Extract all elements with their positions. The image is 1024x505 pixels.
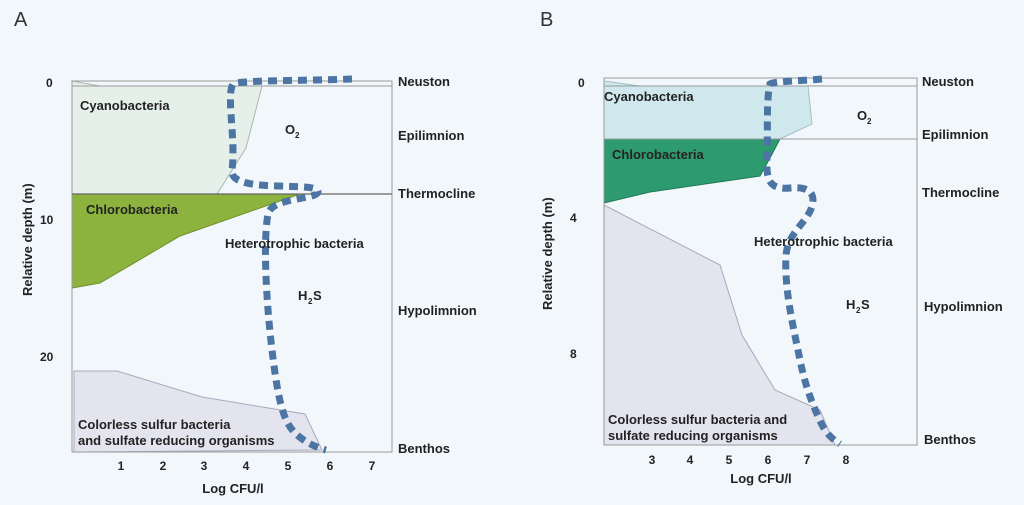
panel-a-layer-thermocline: Thermocline — [398, 186, 475, 201]
panel-b-ytick: 4 — [570, 211, 577, 225]
panel-b-layer-hypolimnion: Hypolimnion — [924, 299, 1003, 314]
panel-b-xtick: 8 — [843, 453, 850, 467]
panel-a-xtick: 6 — [327, 459, 334, 473]
panel-a-sulfur-label-line2: and sulfate reducing organisms — [78, 433, 275, 448]
panel-b-h2s-label: H 2 S — [846, 297, 870, 315]
panel-a-frame — [71, 80, 393, 453]
panel-b-letter: B — [540, 9, 553, 31]
panel-a-ytick: 10 — [40, 213, 54, 227]
panel-b-layer-benthos: Benthos — [924, 432, 976, 447]
panel-b-x-axis-title: Log CFU/l — [730, 471, 791, 486]
panel-b-layer-neuston: Neuston — [922, 74, 974, 89]
panel-b-xtick: 6 — [765, 453, 772, 467]
panel-a-h2s-label: H 2 S — [298, 288, 322, 306]
panel-a-chlorobacteria-label: Chlorobacteria — [86, 202, 179, 217]
svg-text:S: S — [313, 288, 322, 303]
svg-text:H: H — [846, 297, 855, 312]
panel-b-layer-thermocline: Thermocline — [922, 185, 999, 200]
panel-b: B Cyanobacteria Chlorobacteria Heterotro… — [540, 9, 1003, 486]
panel-a-xtick: 5 — [285, 459, 292, 473]
panel-b-o2-label: O 2 — [857, 108, 872, 126]
panel-b-ytick: 8 — [570, 347, 577, 361]
panel-a-layer-benthos: Benthos — [398, 441, 450, 456]
panel-a-xtick: 7 — [369, 459, 376, 473]
panel-b-xtick: 7 — [804, 453, 811, 467]
svg-text:2: 2 — [308, 297, 313, 306]
panel-a-cyanobacteria-label: Cyanobacteria — [80, 98, 170, 113]
panel-b-chlorobacteria-label: Chlorobacteria — [612, 147, 705, 162]
panel-a-layer-epilimnion: Epilimnion — [398, 128, 465, 143]
panel-b-xtick: 4 — [687, 453, 694, 467]
panel-a-ytick: 20 — [40, 350, 54, 364]
panel-a-xtick: 3 — [201, 459, 208, 473]
panel-a-sulfur-label-line1: Colorless sulfur bacteria — [78, 417, 231, 432]
panel-b-ytick: 0 — [578, 76, 585, 90]
panel-a-ytick: 0 — [46, 76, 53, 90]
panel-b-layer-epilimnion: Epilimnion — [922, 127, 989, 142]
panel-b-heterotrophic-profile-line — [763, 75, 842, 447]
panel-a-layer-neuston: Neuston — [398, 74, 450, 89]
svg-text:O: O — [857, 108, 867, 123]
panel-a: A Cyanobacteria Chlorobacteria Heterotro… — [14, 9, 477, 496]
svg-text:S: S — [861, 297, 870, 312]
panel-a-heterotrophic-label: Heterotrophic bacteria — [225, 236, 364, 251]
panel-b-y-axis-title: Relative depth (m) — [540, 197, 555, 310]
panel-a-letter: A — [14, 9, 28, 31]
svg-text:2: 2 — [867, 117, 872, 126]
svg-text:2: 2 — [856, 306, 861, 315]
panel-b-xtick: 5 — [726, 453, 733, 467]
panel-b-sulfur-label-line2: sulfate reducing organisms — [608, 428, 778, 443]
panel-a-layer-hypolimnion: Hypolimnion — [398, 303, 477, 318]
svg-text:2: 2 — [295, 131, 300, 140]
panel-b-cyanobacteria-label: Cyanobacteria — [604, 89, 694, 104]
panel-a-o2-label: O 2 — [285, 122, 300, 140]
svg-text:H: H — [298, 288, 307, 303]
panel-b-xtick: 3 — [649, 453, 656, 467]
panel-a-y-axis-title: Relative depth (m) — [20, 183, 35, 296]
panel-a-x-axis-title: Log CFU/l — [202, 481, 263, 496]
panel-a-xtick: 2 — [160, 459, 167, 473]
svg-text:O: O — [285, 122, 295, 137]
panel-a-xtick: 4 — [243, 459, 250, 473]
panel-a-xtick: 1 — [118, 459, 125, 473]
panel-a-heterotrophic-profile-line — [226, 75, 353, 454]
panel-b-sulfur-label-line1: Colorless sulfur bacteria and — [608, 412, 787, 427]
panel-b-heterotrophic-label: Heterotrophic bacteria — [754, 234, 893, 249]
panel-b-frame — [603, 77, 918, 446]
